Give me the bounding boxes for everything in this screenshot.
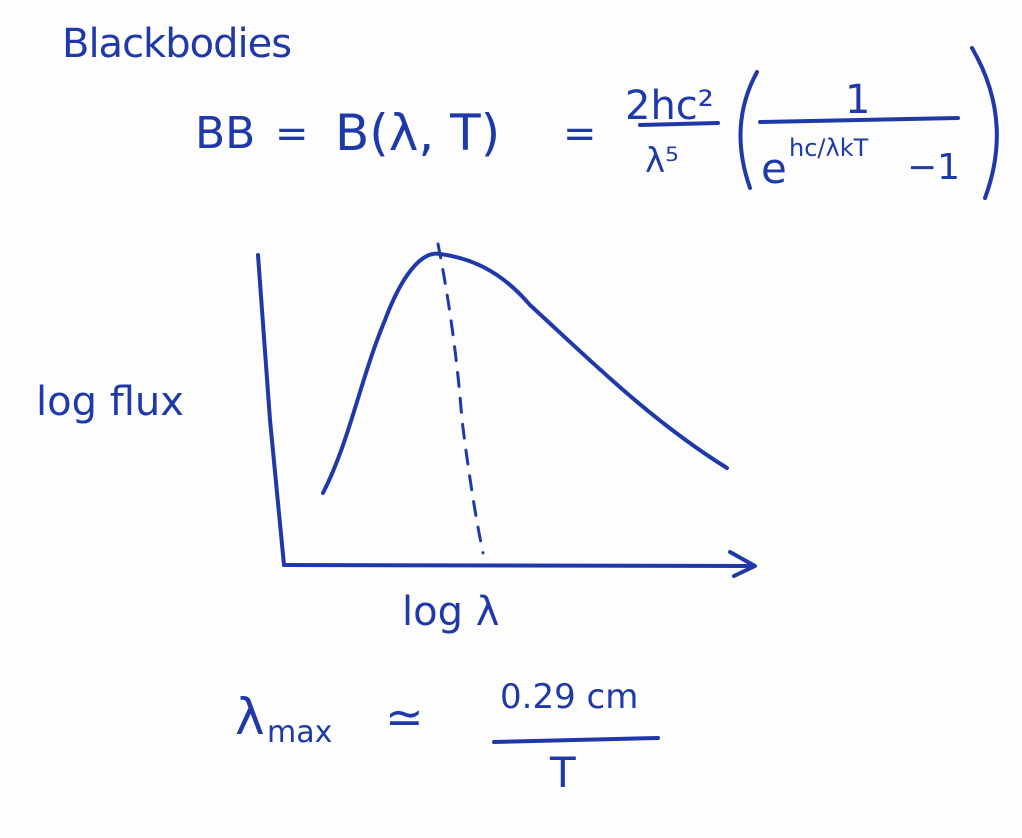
right-paren — [970, 46, 999, 200]
eq-lhs: BB — [195, 108, 256, 159]
fraction-bar-prefactor — [638, 121, 720, 127]
x-axis-label: log λ — [402, 589, 500, 635]
wien-numerator: 0.29 cm — [500, 677, 639, 717]
y-axis — [256, 253, 286, 567]
x-axis — [282, 563, 754, 568]
blackbody-curve — [321, 251, 729, 495]
wien-denominator: T — [550, 748, 576, 797]
eq-equals-2: = — [563, 111, 597, 157]
wien-approx: ≃ — [385, 690, 424, 744]
eq-numerator: 2hc² — [625, 83, 714, 129]
wien-fraction-bar — [492, 736, 660, 744]
page-title: Blackbodies — [62, 21, 292, 67]
eq-minus-one: −1 — [907, 147, 961, 188]
y-axis-label: log flux — [36, 379, 184, 425]
eq-denominator: λ⁵ — [645, 141, 679, 181]
left-paren — [738, 70, 759, 190]
eq-equals-1: = — [275, 111, 309, 157]
fraction-bar-planck — [758, 116, 960, 124]
eq-exp-power: hc/λkT — [789, 134, 869, 162]
eq-exp-base: e — [761, 144, 787, 193]
wien-subscript: max — [267, 715, 333, 750]
planck-equation: BB = B(λ, T) = 2hc² λ⁵ 1 e hc/λkT −1 — [195, 80, 1005, 202]
wien-law: λ max ≃ 0.29 cm T — [235, 680, 695, 800]
wien-lambda: λ — [235, 688, 265, 746]
peak-dashed-line — [436, 242, 485, 555]
eq-function: B(λ, T) — [335, 104, 501, 162]
x-axis-arrowhead — [728, 550, 757, 578]
eq-one: 1 — [845, 77, 871, 123]
